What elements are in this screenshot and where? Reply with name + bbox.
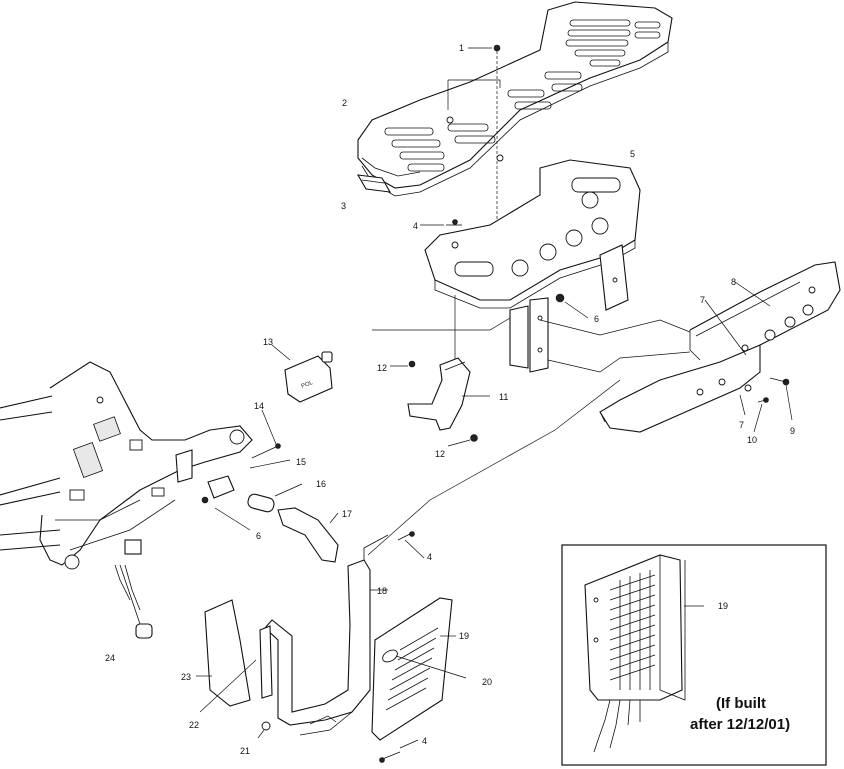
- nut-part-6-lower: [201, 496, 209, 504]
- grommet-part-24: [119, 564, 153, 639]
- bolt-part-9: [769, 377, 790, 386]
- side-bracket-part-23: [204, 599, 273, 707]
- mud-flap-frame-part-18: [264, 534, 389, 736]
- tail-light: POL: [284, 351, 333, 403]
- callout-13: 13: [263, 337, 273, 347]
- callout-22: 22: [189, 720, 199, 730]
- rear-bumper: [599, 261, 841, 433]
- callout-21: 21: [240, 746, 250, 756]
- callout-4: 4: [413, 221, 418, 231]
- bolt-part-12-lower: [470, 434, 478, 442]
- callout-6: 6: [256, 531, 261, 541]
- bolt-part-4-mid: [397, 531, 415, 541]
- bolt-part-10: [757, 397, 769, 403]
- washer-part-21: [261, 721, 271, 731]
- callout-7: 7: [739, 420, 744, 430]
- bolt-part-14: [251, 443, 281, 459]
- bolt-part-4-top: [446, 219, 462, 226]
- callout-6: 6: [594, 314, 599, 324]
- callout-12: 12: [377, 363, 387, 373]
- callout-4: 4: [427, 552, 432, 562]
- callout-9: 9: [790, 426, 795, 436]
- callout-labels: 1 2 3 4 5 6 7 8 9 7 10 13 12 11 12 14 15…: [105, 43, 795, 756]
- bolt-part-4-bottom: [379, 751, 401, 763]
- callout-20: 20: [482, 677, 492, 687]
- callout-19: 19: [459, 631, 469, 641]
- reflector-part-3: [356, 174, 392, 193]
- callout-15: 15: [296, 457, 306, 467]
- inset-note-line-2: after 12/12/01): [690, 716, 790, 733]
- nut-part-6: [555, 293, 565, 303]
- tube-part-17: [277, 507, 339, 563]
- callout-14: 14: [254, 401, 264, 411]
- rack-support: [424, 159, 641, 373]
- callout-1: 1: [459, 43, 464, 53]
- callout-12: 12: [435, 449, 445, 459]
- inset-panel: [561, 544, 827, 766]
- bolt-part-12-upper: [408, 360, 416, 368]
- callout-5: 5: [630, 149, 635, 159]
- callout-4: 4: [422, 736, 427, 746]
- svg-text:POL: POL: [301, 380, 315, 390]
- callout-11: 11: [499, 392, 508, 402]
- callout-10: 10: [747, 435, 757, 445]
- pivot-block-part-15: [207, 475, 235, 499]
- callout-23: 23: [181, 672, 191, 682]
- bushing-part-16: [247, 493, 275, 513]
- washer-part-7: [744, 384, 752, 392]
- callout-17: 17: [342, 509, 352, 519]
- callout-3: 3: [341, 201, 346, 211]
- callout-18: 18: [377, 586, 387, 596]
- callout-7: 7: [700, 295, 705, 305]
- mounting-bracket: [407, 357, 471, 431]
- mud-flap-part-19: [371, 597, 453, 741]
- inset-note-line-1: (If built: [716, 695, 766, 712]
- callout-8: 8: [731, 277, 736, 287]
- callout-2: 2: [342, 98, 347, 108]
- callout-19: 19: [718, 601, 728, 611]
- callout-24: 24: [105, 653, 115, 663]
- vehicle-frame: [0, 361, 253, 611]
- callout-16: 16: [316, 479, 326, 489]
- rear-rack-top: [357, 1, 673, 197]
- inset-note: (If built after 12/12/01): [690, 695, 790, 733]
